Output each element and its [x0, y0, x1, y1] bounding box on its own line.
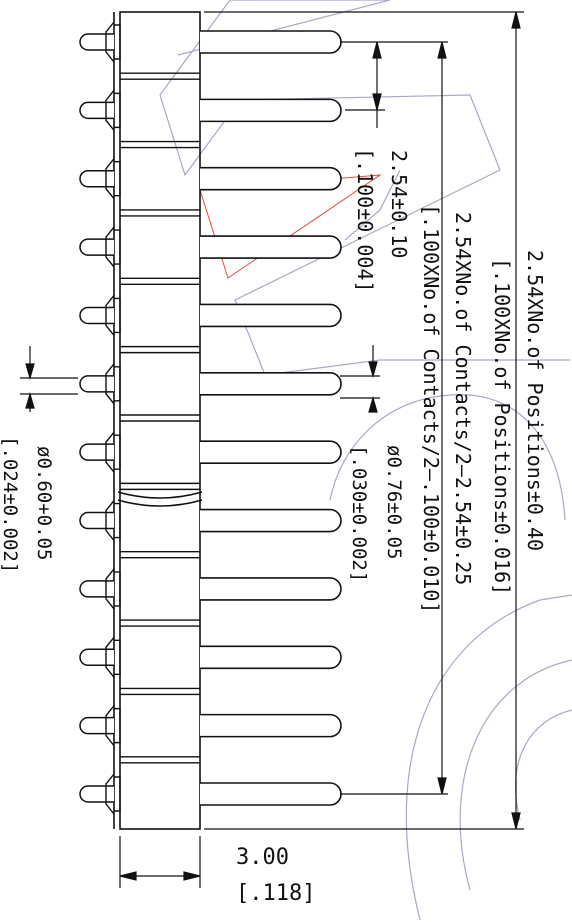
dimension-lines [20, 11, 524, 888]
right-pin-dia-imperial: [.030±0.002] [348, 445, 370, 582]
contacts-dim-metric: 2.54XNo.of Contacts/2–2.54±0.25 [451, 212, 475, 585]
pitch-dim-metric: 2.54±0.10 [387, 150, 411, 258]
body-width-imperial: [.118] [236, 881, 315, 906]
pin [79, 636, 342, 678]
pin [79, 500, 342, 541]
left-pin-dia-imperial: [.024±0.002] [0, 436, 21, 573]
pin [79, 89, 342, 131]
pin [79, 226, 342, 268]
pin [79, 363, 342, 405]
pin [79, 705, 342, 747]
body-dividers [120, 72, 200, 764]
pin [79, 773, 342, 815]
pin [79, 21, 342, 63]
pin [79, 295, 342, 336]
pin-array [79, 21, 342, 815]
body-width-metric: 3.00 [236, 845, 289, 870]
pin [79, 568, 342, 610]
pin [79, 431, 342, 473]
contacts-dim-imperial: [.100XNo.of Contacts/2–.100±0.010] [419, 204, 443, 613]
positions-dim-imperial: [.100XNo.of Positions±0.016] [490, 258, 514, 595]
right-pin-dia-metric: ø0.76±0.05 [383, 445, 405, 559]
left-pin-dia-metric: ø0.60+0.05 [33, 446, 55, 560]
pin [79, 158, 342, 200]
pitch-dim-imperial: [.100±0.004] [353, 148, 377, 293]
break-line [117, 491, 203, 507]
positions-dim-metric: 2.54XNo.of Positions±0.40 [523, 250, 547, 551]
